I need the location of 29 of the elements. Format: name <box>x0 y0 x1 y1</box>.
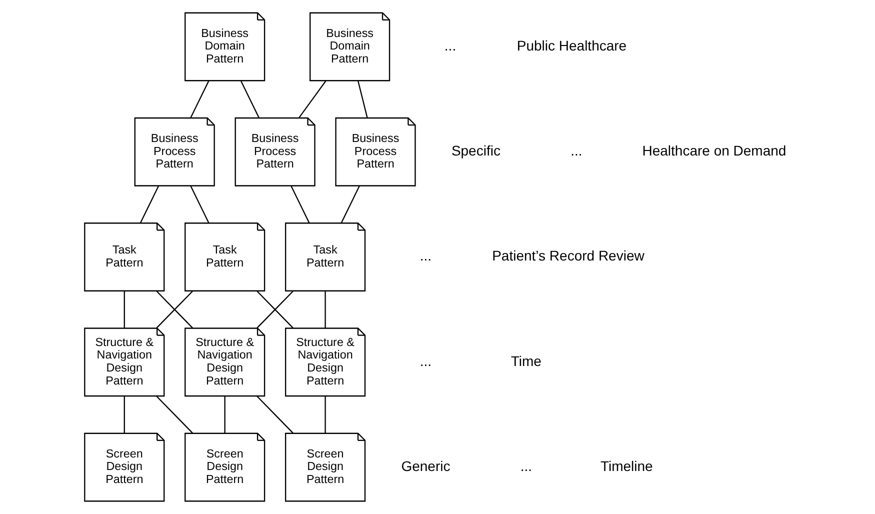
connector <box>123 291 124 328</box>
connector <box>324 291 326 328</box>
label: ... <box>419 248 432 264</box>
label: ... <box>444 37 456 54</box>
label: Timeline <box>600 458 652 474</box>
connector <box>256 396 293 434</box>
connector <box>298 80 326 118</box>
label: Public Healthcare <box>516 37 626 54</box>
connector <box>324 396 326 434</box>
connector <box>123 396 124 434</box>
label: ... <box>520 458 532 474</box>
connector <box>357 80 368 118</box>
connector <box>224 396 225 434</box>
connector <box>156 396 192 434</box>
label: Healthcare on Demand <box>642 142 786 158</box>
connector <box>240 80 259 118</box>
connector <box>190 186 209 224</box>
connector <box>190 80 209 118</box>
label: ... <box>570 142 582 158</box>
label: Time <box>510 352 541 369</box>
label: ... <box>419 352 432 369</box>
connector <box>340 186 360 224</box>
label: Specific <box>450 142 500 158</box>
connector <box>156 290 192 328</box>
connector <box>290 186 310 224</box>
connector <box>140 186 158 224</box>
connector <box>256 290 293 328</box>
label: Patient’s Record Review <box>492 248 644 264</box>
label: Generic <box>400 458 450 474</box>
